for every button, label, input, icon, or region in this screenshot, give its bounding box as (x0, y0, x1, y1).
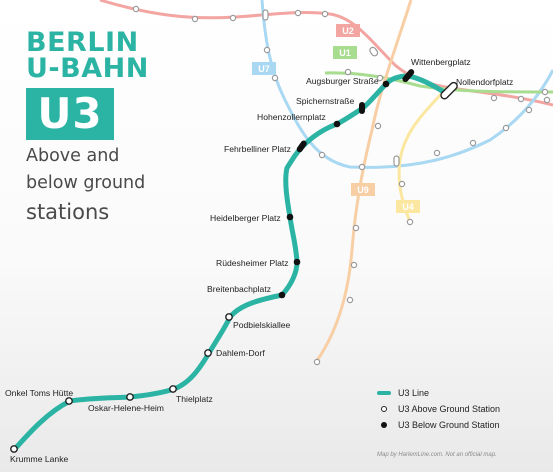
label-ruedesheimer-platz: Rüdesheimer Platz (216, 258, 289, 268)
label-wittenbergplatz: Wittenbergplatz (411, 57, 471, 67)
station-podbielskiallee[interactable] (225, 313, 233, 321)
u7-tag (252, 62, 276, 75)
label-heidelberger-platz: Heidelberger Platz (210, 213, 281, 223)
label-podbielskiallee: Podbielskiallee (233, 320, 291, 330)
label-dahlem-dorf: Dahlem-Dorf (216, 348, 265, 358)
label-hohenzollernplatz: Hohenzollernplatz (257, 112, 326, 122)
label-oskar-helene-heim: Oskar-Helene-Heim (88, 403, 164, 413)
u3-badge: U3 (26, 88, 114, 140)
u9-tag (351, 183, 375, 196)
station-breitenbachplatz[interactable] (278, 291, 286, 299)
u9-tag-label: U9 (357, 185, 369, 195)
u4-tag (396, 200, 420, 213)
label-onkel-toms-huette: Onkel Toms Hütte (5, 388, 73, 398)
label-krumme-lanke: Krumme Lanke (10, 454, 68, 464)
u4-tag-label: U4 (402, 202, 414, 212)
station-hohenzollernplatz[interactable] (333, 120, 341, 128)
u3-line (11, 73, 450, 453)
legend-line-row: U3 Line (377, 386, 500, 400)
station-heidelberger-platz[interactable] (286, 213, 294, 221)
legend-above-dot (381, 406, 387, 412)
subtitle-line3: stations (26, 200, 110, 224)
u7-tag-label: U7 (258, 64, 270, 74)
line-tags: U2 U1 U7 U9 U4 (252, 24, 420, 213)
station-krumme-lanke[interactable] (10, 445, 18, 453)
station-wittenbergplatz[interactable] (401, 68, 415, 83)
station-spichernstrasse[interactable] (359, 102, 365, 114)
u2-line (99, 0, 553, 107)
u2-tag (336, 24, 360, 37)
title-u-bahn: U-BAHN (26, 53, 149, 84)
legend-above-label: U3 Above Ground Station (398, 404, 501, 414)
station-oskar-helene-heim[interactable] (126, 393, 134, 401)
station-onkel-toms-huette[interactable] (65, 397, 73, 405)
title-block: BERLIN U-BAHN U3 Above and below ground … (26, 27, 149, 224)
u1-tag-label: U1 (339, 48, 351, 58)
legend-below-dot (381, 422, 387, 428)
subtitle-line1: Above and (26, 146, 120, 166)
u9-line (314, 0, 413, 363)
legend-below-label: U3 Below Ground Station (398, 420, 500, 430)
legend: U3 Line U3 Above Ground Station U3 Below… (377, 386, 500, 434)
station-fehrbelliner-platz[interactable] (296, 139, 308, 153)
label-augsburger-strasse: Augsburger Straße (306, 76, 379, 86)
legend-above-row: U3 Above Ground Station (377, 402, 500, 416)
label-fehrbelliner-platz: Fehrbelliner Platz (224, 144, 291, 154)
title-berlin: BERLIN (26, 27, 139, 58)
subtitle-line2: below ground (26, 173, 146, 193)
legend-below-row: U3 Below Ground Station (377, 418, 500, 432)
credit: Map by HarlemLine.com. Not an official m… (377, 452, 497, 458)
station-nollendorfplatz[interactable] (440, 81, 459, 100)
label-breitenbachplatz: Breitenbachplatz (207, 284, 271, 294)
u3-stations (10, 68, 459, 453)
u3-station-labels: Krumme Lanke Onkel Toms Hütte Oskar-Hele… (5, 57, 513, 464)
station-dahlem-dorf[interactable] (204, 349, 212, 357)
other-stations (132, 5, 551, 366)
station-thielplatz[interactable] (169, 385, 177, 393)
label-nollendorfplatz: Nollendorfplatz (456, 77, 513, 87)
u1-line (324, 71, 553, 94)
u2-tag-label: U2 (342, 26, 354, 36)
legend-line-swatch (377, 391, 391, 395)
label-thielplatz: Thielplatz (176, 394, 213, 404)
station-augsburger-strasse[interactable] (382, 80, 390, 88)
u1-tag (333, 46, 357, 59)
credit-text: Map by HarlemLine.com. Not an official m… (377, 452, 497, 458)
station-ruedesheimer-platz[interactable] (293, 258, 301, 266)
legend-line-label: U3 Line (398, 388, 430, 398)
label-spichernstrasse: Spichernstraße (296, 96, 354, 106)
